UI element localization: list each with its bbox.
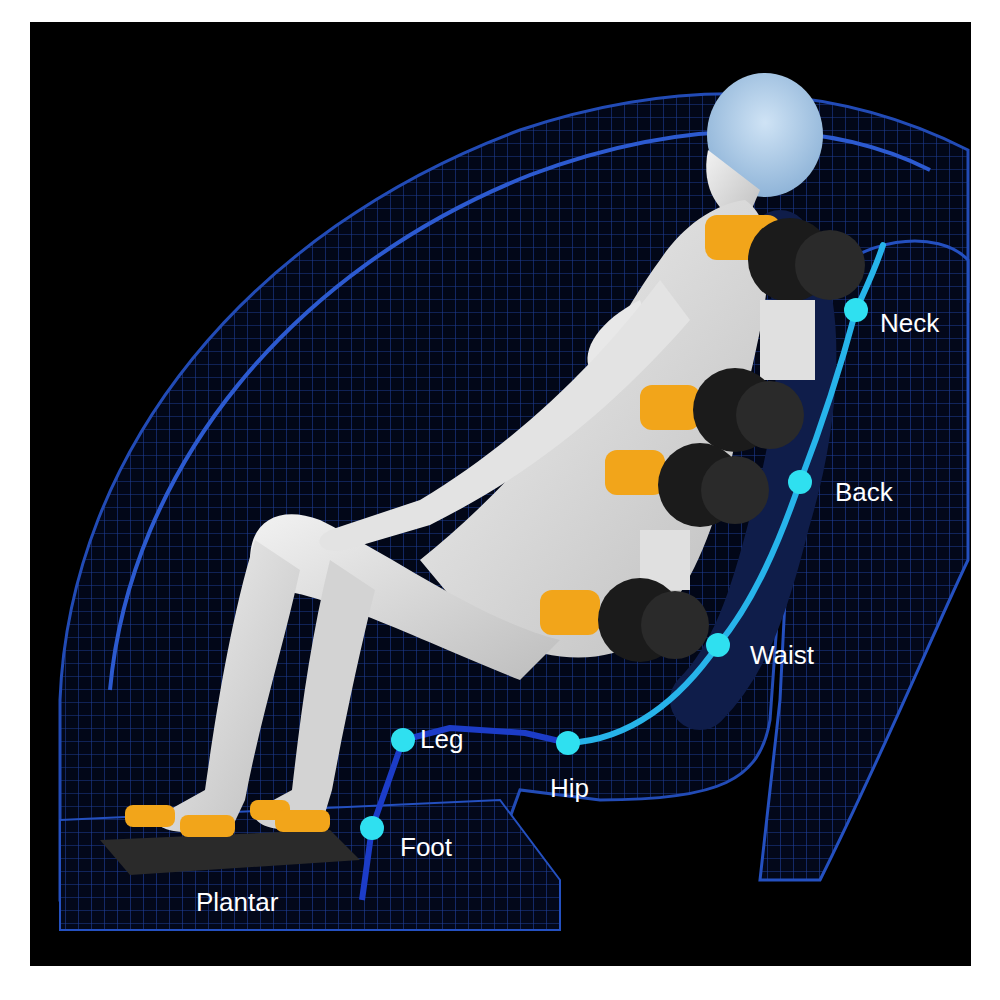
zone-dots — [360, 298, 868, 840]
body-zone-label: Foot — [400, 832, 452, 862]
zone-line-lower — [362, 728, 568, 900]
seated-figure — [158, 73, 823, 833]
body-zone-label: Back — [835, 477, 893, 507]
body-zone-label: Hip — [550, 773, 589, 803]
body-zone-label: Plantar — [196, 887, 278, 917]
body-zone-label: Waist — [750, 640, 814, 670]
body-zone-label: Leg — [420, 724, 463, 754]
body-zone-label: Neck — [880, 308, 939, 338]
